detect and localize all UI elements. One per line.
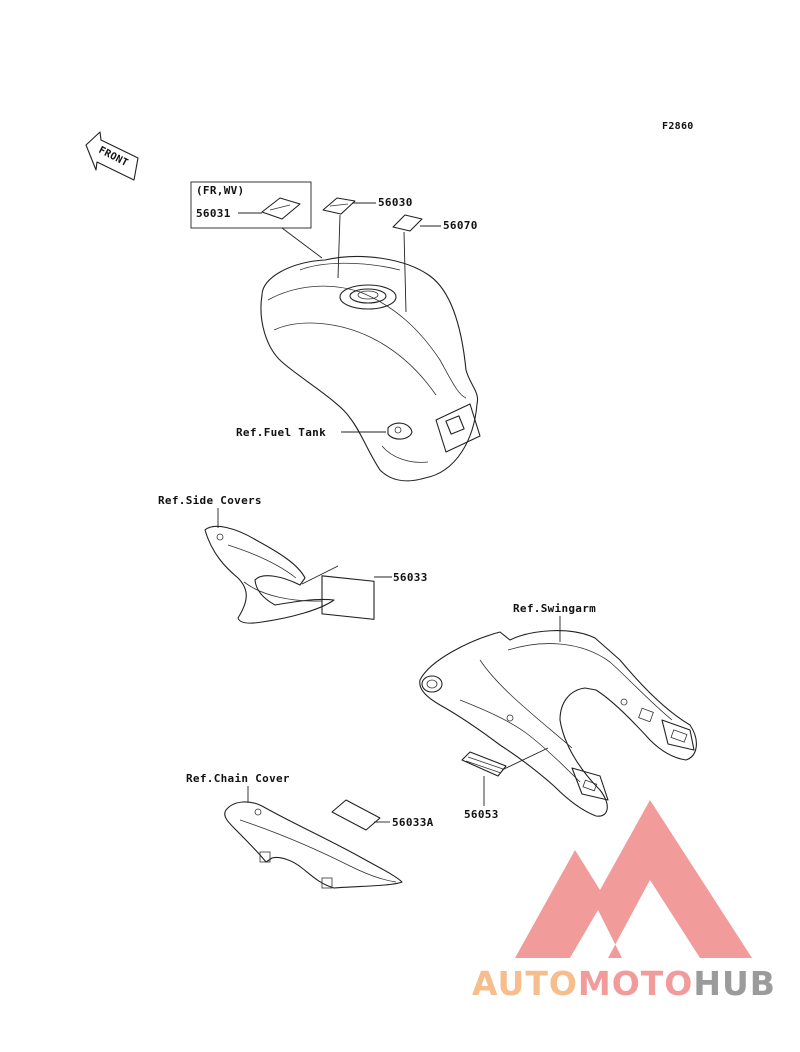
ref-fuel-tank-label: Ref.Fuel Tank: [236, 426, 326, 439]
part-56053-label: 56053: [464, 808, 499, 821]
figure-code: F2860: [662, 121, 694, 132]
watermark-text-moto: MOTO: [578, 964, 693, 1003]
ref-side-covers-label: Ref.Side Covers: [158, 494, 262, 507]
part-56030-label: 56030: [378, 196, 413, 209]
region-note: (FR,WV): [196, 184, 244, 197]
watermark-triangle-icon: [515, 800, 752, 958]
ref-swingarm-label: Ref.Swingarm: [513, 602, 596, 615]
ref-chain-cover-label: Ref.Chain Cover: [186, 772, 290, 785]
front-arrow-icon: FRONT: [85, 131, 139, 181]
region-box: (FR,WV) 56031: [190, 181, 312, 229]
part-56070-label: 56070: [443, 219, 478, 232]
side-cover: [204, 525, 335, 624]
front-label: FRONT: [97, 145, 130, 169]
part-56031-label: 56031: [196, 207, 231, 220]
watermark-logo: AUTOMOTOHUB: [472, 800, 776, 1003]
watermark-text-auto: AUTO: [472, 964, 578, 1003]
fuel-tank: [260, 255, 481, 482]
label-56033-icon: [321, 575, 375, 620]
watermark-text-hub: HUB: [693, 964, 776, 1003]
chain-cover: [224, 801, 403, 889]
label-56030-icon: [322, 197, 356, 215]
label-56031-icon: [261, 197, 301, 220]
label-56070-icon: [392, 214, 423, 232]
svg-text:AUTOMOTOHUB: AUTOMOTOHUB: [472, 964, 776, 1003]
swingarm: [419, 630, 697, 817]
part-56033a-label: 56033A: [392, 816, 434, 829]
label-56053-icon: [461, 751, 507, 777]
part-56033-label: 56033: [393, 571, 428, 584]
label-56033a-icon: [331, 799, 381, 831]
